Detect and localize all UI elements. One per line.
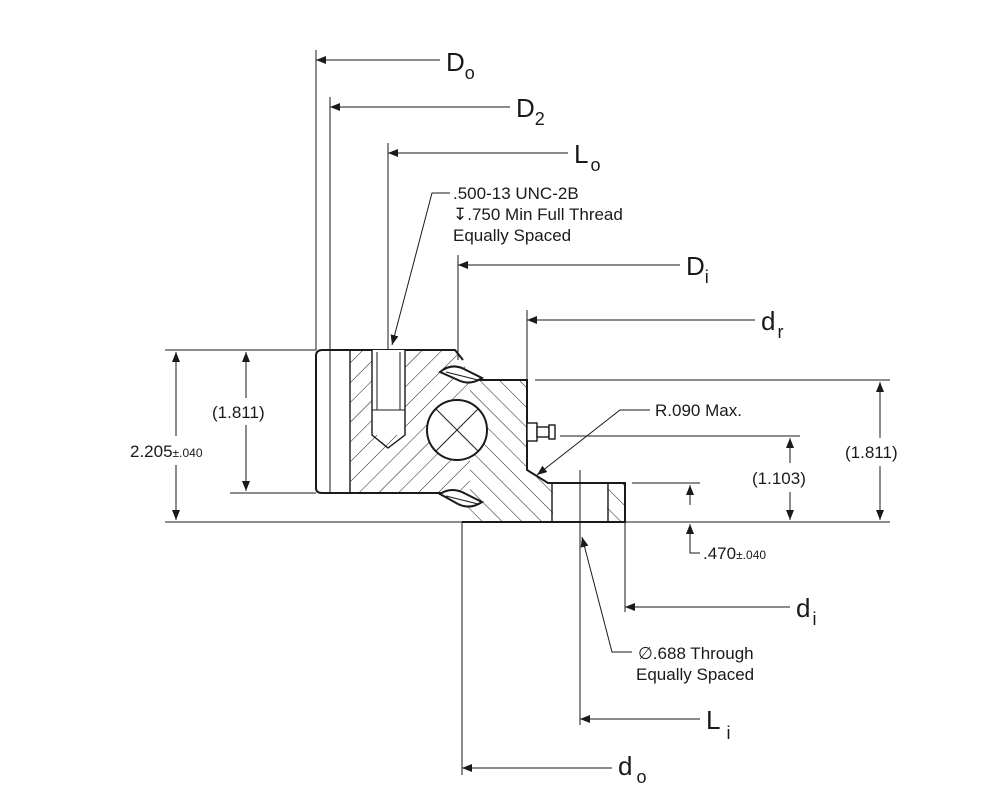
svg-text:Li: Li [706,705,730,743]
callout-leaders [390,192,650,653]
svg-text:↧.750 Min Full Thread: ↧.750 Min Full Thread [453,205,623,224]
diameter-leaders [316,56,790,772]
svg-text:2.205±.040: 2.205±.040 [130,442,203,461]
extension-lines [165,50,890,775]
outer-ring-height-value: (1.811) [212,403,265,422]
through-hole [553,470,607,530]
svg-text:dr: dr [761,306,783,342]
svg-text:Lo: Lo [574,139,600,175]
hole-note: ∅.688 Through Equally Spaced [636,644,754,684]
svg-text:(1.811): (1.811) [845,443,898,462]
label-D-o: Do [446,47,475,83]
svg-text:Equally Spaced: Equally Spaced [453,226,571,245]
svg-text:Equally Spaced: Equally Spaced [636,665,754,684]
svg-text:Di: Di [686,251,709,287]
grease-fitting [526,422,556,442]
flange-height-value: .470±.040 [703,544,766,563]
tapped-hole [371,350,406,449]
svg-text:.500-13 UNC-2B: .500-13 UNC-2B [453,184,579,203]
label-D-2: D2 [516,93,545,129]
label-D-i: Di [686,251,709,287]
ball [426,399,488,461]
svg-text:(1.103): (1.103) [752,469,806,488]
svg-text:R.090 Max.: R.090 Max. [655,401,742,420]
mid-height-value: (1.103) [752,469,806,488]
total-height-value: 2.205±.040 [130,442,203,461]
thread-note: .500-13 UNC-2B ↧.750 Min Full Thread Equ… [453,184,623,245]
inner-ring-height-value: (1.811) [845,443,898,462]
svg-text:(1.811): (1.811) [212,403,265,422]
svg-text:.470±.040: .470±.040 [703,544,766,563]
svg-text:∅.688 Through: ∅.688 Through [638,644,754,663]
svg-text:do: do [618,751,646,787]
seal-top [438,365,484,384]
radius-note: R.090 Max. [655,401,742,420]
svg-text:D2: D2 [516,93,545,129]
svg-text:di: di [796,593,816,629]
svg-text:Do: Do [446,47,475,83]
seal-bottom [438,489,484,508]
inner-ring [462,379,626,530]
height-dimensions [172,352,884,554]
